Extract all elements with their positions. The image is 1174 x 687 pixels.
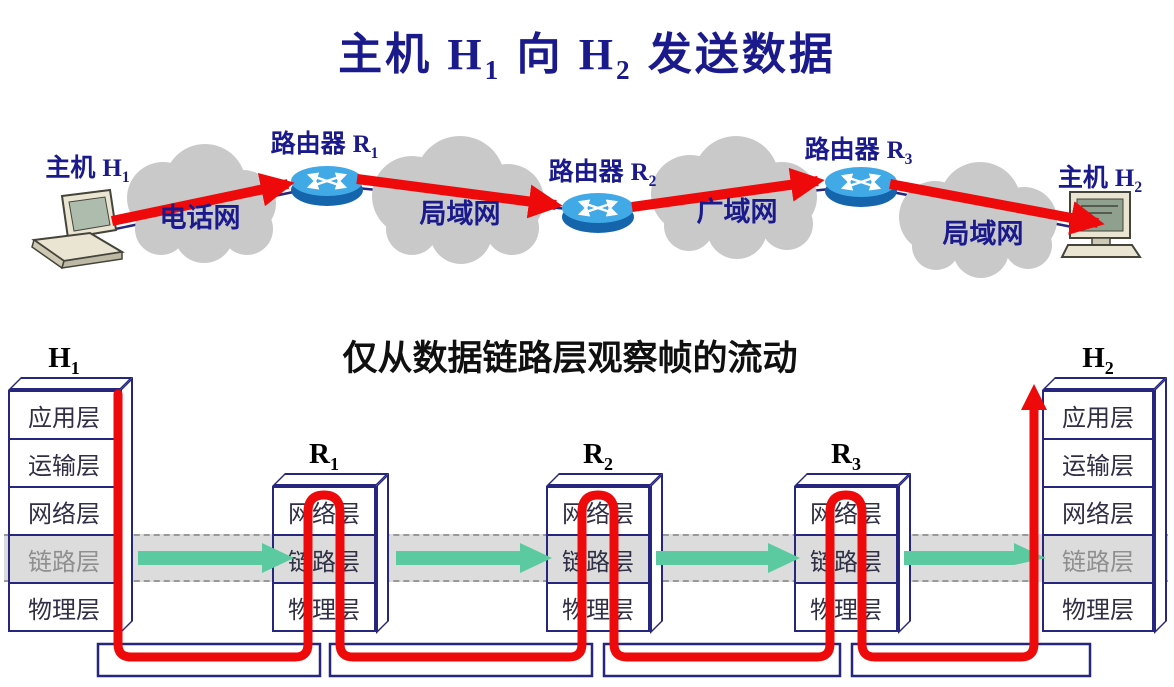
cloud-label-lan2: 局域网: [942, 219, 1024, 249]
stack-top-face: [1042, 377, 1167, 390]
title-suffix: 发送数据: [632, 30, 836, 79]
protocol-stack-h1: 应用层 运输层 网络层 链路层 物理层: [8, 377, 133, 634]
stack-top-face: [8, 377, 133, 390]
stack-label-h2: H2: [1082, 342, 1114, 378]
layer-datalink: 链路层: [1044, 536, 1152, 584]
layer-physical: 物理层: [1044, 584, 1152, 630]
layer-physical: 物理层: [548, 584, 648, 630]
stack-top-face: [794, 473, 911, 486]
host-h2-label: 主机 H2: [1057, 164, 1143, 196]
layer-network: 网络层: [1044, 488, 1152, 536]
stack-top-face: [546, 473, 663, 486]
title-h1: H1: [447, 30, 502, 85]
title-h2: H2: [578, 30, 633, 85]
section2-title: 仅从数据链路层观察帧的流动: [342, 339, 798, 378]
layer-transport: 运输层: [1044, 440, 1152, 488]
layer-network: 网络层: [274, 488, 374, 536]
host-h2-computer-icon: [1060, 191, 1142, 258]
layer-datalink: 链路层: [548, 536, 648, 584]
stack-side-face: [898, 473, 911, 634]
layer-physical: 物理层: [796, 584, 896, 630]
stack-side-face: [376, 473, 389, 634]
page-title: 主机 H1 向 H2 发送数据: [0, 18, 1174, 86]
router-r1-label: 路由器 R1: [270, 130, 379, 162]
title-prefix: 主机: [338, 30, 448, 79]
host-h1-computer-icon: [31, 188, 125, 270]
layer-transport: 运输层: [10, 440, 118, 488]
layer-physical: 物理层: [274, 584, 374, 630]
link-box-r3-h2: [850, 642, 1092, 678]
stack-top-face: [272, 473, 389, 486]
router-r2-icon: [562, 193, 634, 233]
layer-network: 网络层: [796, 488, 896, 536]
stack-label-r2: R2: [583, 438, 613, 474]
stack-side-face: [1154, 377, 1167, 634]
host-h1-label: 主机 H1: [45, 154, 130, 186]
stack-label-r1: R1: [309, 438, 339, 474]
layer-application: 应用层: [10, 392, 118, 440]
router-r3-icon: [825, 167, 897, 207]
layer-physical: 物理层: [10, 584, 118, 630]
physical-link-boxes: [96, 642, 1092, 678]
layer-application: 应用层: [1044, 392, 1152, 440]
router-r3-label: 路由器 R3: [804, 136, 913, 168]
stack-label-r3: R3: [831, 438, 861, 474]
router-r1-icon: [291, 166, 363, 206]
protocol-stack-r2: 网络层 链路层 物理层: [546, 473, 663, 634]
protocol-stack-r1: 网络层 链路层 物理层: [272, 473, 389, 634]
layer-network: 网络层: [548, 488, 648, 536]
cloud-label-lan1: 局域网: [419, 199, 501, 229]
router-r2-label: 路由器 R2: [548, 158, 657, 190]
title-middle: 向: [501, 30, 579, 79]
link-box-r1-r2: [328, 642, 594, 678]
layer-datalink: 链路层: [796, 536, 896, 584]
protocol-stack-r3: 网络层 链路层 物理层: [794, 473, 911, 634]
stack-side-face: [650, 473, 663, 634]
layer-network: 网络层: [10, 488, 118, 536]
protocol-stack-h2: 应用层 运输层 网络层 链路层 物理层: [1042, 377, 1167, 634]
layer-datalink: 链路层: [274, 536, 374, 584]
stack-side-face: [120, 377, 133, 634]
link-box-r2-r3: [602, 642, 842, 678]
stack-label-h1: H1: [48, 342, 80, 378]
link-box-h1-r1: [96, 642, 322, 678]
layer-datalink: 链路层: [10, 536, 118, 584]
cloud-label-wan: 广域网: [696, 197, 778, 227]
cloud-label-telephone-net: 电话网: [159, 203, 241, 233]
